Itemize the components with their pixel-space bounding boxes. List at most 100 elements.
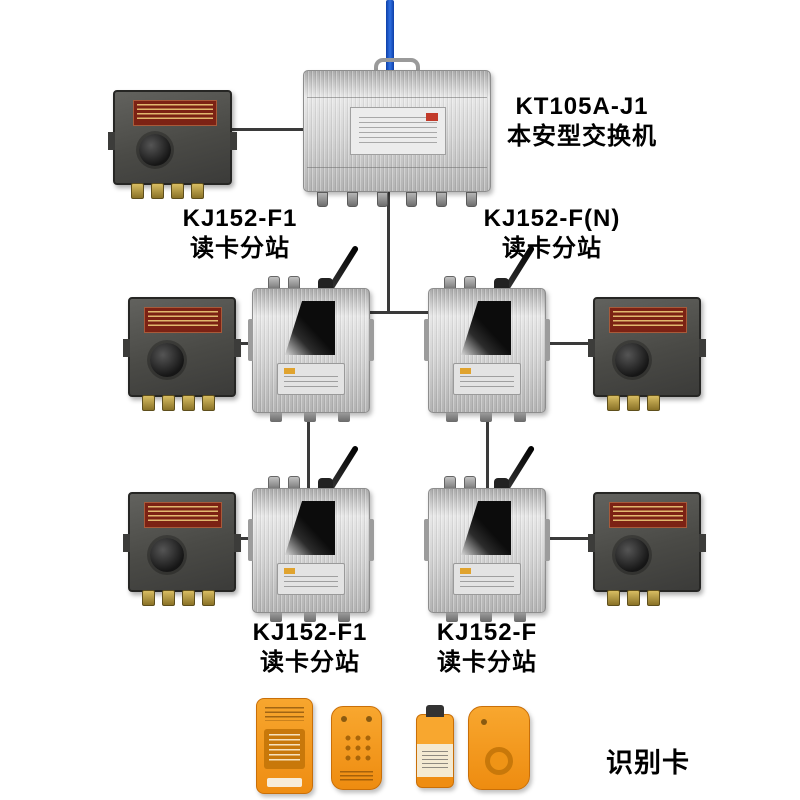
brass-gland — [131, 183, 144, 199]
certification-plate — [144, 307, 222, 333]
led-dot — [341, 716, 347, 722]
substation-name: 读卡分站 — [260, 649, 360, 676]
cards-label: 识别卡 — [596, 748, 700, 778]
substation-model: KJ152-F1 — [182, 205, 298, 232]
cable-gland — [406, 192, 418, 207]
switch-enclosure — [303, 70, 491, 192]
card-text-lines — [340, 771, 373, 781]
substation-bottom-left — [248, 444, 374, 622]
id-card-3 — [416, 705, 454, 788]
cable-boss — [615, 343, 649, 377]
nameplate — [277, 563, 345, 595]
connection-line — [236, 537, 252, 540]
substation-name: 读卡分站 — [502, 235, 602, 262]
cable-boss — [150, 538, 184, 572]
brass-gland — [647, 395, 660, 411]
substation-model: KJ152-F1 — [252, 619, 368, 646]
junction-box-left-upper — [123, 297, 241, 411]
switch-name: 本安型交换机 — [507, 123, 657, 150]
connection-line — [546, 342, 593, 345]
substation-top-right-label: KJ152-F(N) 读卡分站 — [472, 204, 632, 264]
gland-row — [607, 395, 660, 411]
cable-gland — [376, 192, 388, 207]
gland-row — [131, 183, 204, 199]
substation-model: KJ152-F — [436, 619, 538, 646]
card-label-panel — [264, 729, 305, 769]
junction-box-left-lower — [123, 492, 241, 606]
network-cable — [386, 0, 394, 78]
display-window — [285, 301, 335, 355]
display-window — [461, 501, 511, 555]
gland-row — [142, 395, 215, 411]
antenna-mount — [318, 278, 333, 290]
switch-model: KT105A-J1 — [515, 93, 649, 120]
brass-gland — [627, 590, 640, 606]
brass-gland — [647, 590, 660, 606]
brass-gland — [607, 590, 620, 606]
card-sticker — [267, 778, 302, 787]
display-window — [461, 301, 511, 355]
panel-seam — [307, 167, 487, 168]
panel-seam — [307, 97, 487, 98]
speaker-ring — [485, 747, 513, 775]
cable-boss — [139, 134, 171, 166]
substation-name: 读卡分站 — [437, 649, 537, 676]
nameplate — [277, 363, 345, 395]
id-card-4 — [468, 706, 530, 790]
junction-box-top-left — [108, 90, 237, 199]
substation-bottom-left-label: KJ152-F1 读卡分站 — [235, 618, 385, 678]
cable-gland — [317, 192, 328, 207]
antenna-mount — [494, 478, 509, 490]
id-card-1 — [256, 698, 313, 794]
brass-gland — [162, 590, 175, 606]
bottom-connector — [338, 413, 350, 422]
brass-gland — [182, 395, 195, 411]
bottom-connector — [304, 413, 316, 422]
cable-boss — [615, 538, 649, 572]
lift-handle — [374, 58, 420, 73]
main-switch — [303, 58, 491, 207]
certification-plate — [144, 502, 222, 528]
nameplate — [453, 363, 521, 395]
gland-row — [317, 192, 477, 207]
substation-name: 读卡分站 — [190, 235, 290, 262]
led-dot — [366, 716, 372, 722]
cable-gland — [346, 192, 358, 207]
switch-label: KT105A-J1 本安型交换机 — [498, 92, 666, 152]
switch-nameplate — [350, 107, 446, 155]
brass-gland — [142, 395, 155, 411]
nameplate — [453, 563, 521, 595]
brass-gland — [171, 183, 184, 199]
bottom-connector — [480, 413, 492, 422]
substation-model: KJ152-F(N) — [483, 205, 621, 232]
brass-gland — [162, 395, 175, 411]
cable-boss — [150, 343, 184, 377]
connection-line — [370, 311, 446, 314]
bottom-connector — [480, 613, 492, 622]
substation-bottom-right — [424, 444, 550, 622]
certification-plate — [609, 307, 687, 333]
substation-enclosure — [248, 288, 374, 413]
connection-line — [387, 192, 390, 314]
substation-enclosure — [248, 488, 374, 613]
led-dot — [481, 719, 487, 725]
cable-gland — [436, 192, 448, 207]
display-window — [285, 501, 335, 555]
bottom-connector — [270, 413, 282, 422]
connection-line — [486, 413, 489, 488]
gland-row — [142, 590, 215, 606]
bottom-connector — [514, 413, 526, 422]
brass-gland — [627, 395, 640, 411]
connection-line — [307, 413, 310, 488]
substation-bottom-right-label: KJ152-F 读卡分站 — [412, 618, 562, 678]
brass-gland — [202, 395, 215, 411]
substation-top-left — [248, 244, 374, 422]
bottom-connector — [446, 413, 458, 422]
brass-gland — [182, 590, 195, 606]
id-card-2 — [331, 706, 382, 790]
cards-label-text: 识别卡 — [606, 748, 690, 778]
brass-gland — [151, 183, 164, 199]
bottom-connector — [338, 613, 350, 622]
substation-top-right — [424, 244, 550, 422]
bottom-connector — [304, 613, 316, 622]
